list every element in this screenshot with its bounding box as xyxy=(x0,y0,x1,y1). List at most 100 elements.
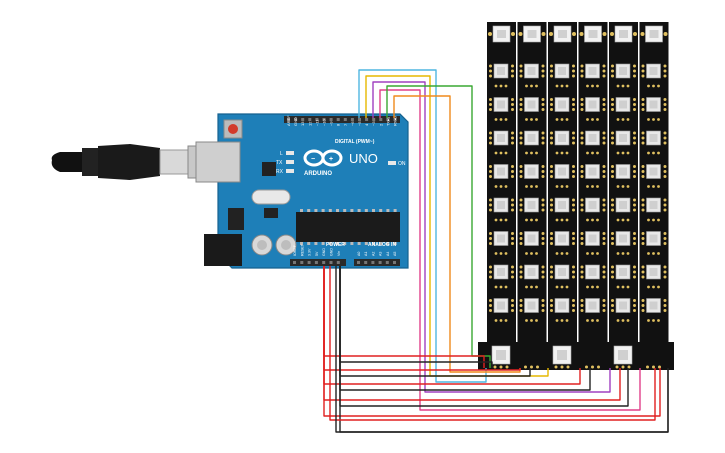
led-pixel xyxy=(489,130,514,155)
analog-header xyxy=(354,259,400,266)
svg-text:+: + xyxy=(329,156,333,163)
led-pixel xyxy=(641,97,667,121)
digital-pin-label: 8 xyxy=(336,123,341,126)
analog-header-label: ANALOG IN xyxy=(368,242,396,248)
led-pixel xyxy=(641,164,667,188)
digital-pin-label: 2 xyxy=(378,123,383,126)
l-label: L xyxy=(280,151,283,157)
led-pixel xyxy=(519,164,545,188)
analog-pin-label: A1 xyxy=(364,252,368,256)
led-pixel xyxy=(641,130,667,155)
strip-connector-bar xyxy=(478,342,674,370)
led-pixel xyxy=(641,298,667,322)
led-pixel xyxy=(519,298,545,322)
led-pixel xyxy=(550,164,575,188)
led-pixel xyxy=(519,264,545,289)
led-rx xyxy=(286,169,294,173)
power-pin-label: GND xyxy=(330,248,334,256)
led-pixel xyxy=(580,63,606,88)
led-strip xyxy=(578,22,608,362)
led-pixel xyxy=(519,97,545,121)
wires xyxy=(323,69,669,433)
analog-pin-label: A2 xyxy=(371,252,375,256)
led-pixel xyxy=(580,264,606,289)
crystal xyxy=(251,189,291,205)
digital-header xyxy=(284,116,400,123)
led-pixel xyxy=(550,130,575,155)
digital-header-label: DIGITAL (PWM~) xyxy=(335,139,375,145)
led-pixel xyxy=(550,231,575,255)
digital-pin-label: 7 xyxy=(343,123,348,126)
power-wire-red xyxy=(329,266,656,421)
power-pin-label: RESET xyxy=(300,243,304,256)
power-pin-label: GND xyxy=(322,248,326,256)
led-pixel xyxy=(550,63,575,88)
led-tx xyxy=(286,160,294,164)
digital-pin-label: AREF xyxy=(286,115,291,126)
microcontroller-chip xyxy=(296,212,400,242)
brand-text: ARDUINO xyxy=(304,171,332,177)
led-pixel xyxy=(611,130,636,155)
data-wire-purple xyxy=(372,81,611,393)
power-jack xyxy=(204,234,242,266)
led-pixel xyxy=(580,298,606,322)
data-wire-green xyxy=(386,85,491,368)
data-wire-cyan xyxy=(358,69,487,383)
digital-pin-label: GND xyxy=(293,117,298,126)
led-pixel xyxy=(611,63,636,88)
led-strip xyxy=(487,22,516,362)
led-pixel xyxy=(550,264,575,289)
digital-pin-label: ~11 xyxy=(314,119,319,126)
led-pixel xyxy=(489,197,514,222)
digital-pin-label: TX▸1 xyxy=(385,116,390,126)
analog-pin-label: A5 xyxy=(393,252,397,256)
power-pin-label: 3.3V xyxy=(308,248,312,256)
led-strip xyxy=(517,22,547,362)
power-header-label: POWER xyxy=(326,242,345,248)
digital-pin-label: 13 xyxy=(300,121,305,126)
model-text: UNO xyxy=(349,151,378,166)
led-pixel xyxy=(580,130,606,155)
led-pixel xyxy=(580,231,606,255)
led-strip xyxy=(609,22,638,362)
usb-cable xyxy=(51,144,215,180)
power-pin-label: IOREF xyxy=(293,244,297,256)
led-pixel xyxy=(550,97,575,121)
led-pixel xyxy=(641,63,667,88)
led-pixel xyxy=(611,298,636,322)
led-pixel xyxy=(580,164,606,188)
led-pixel xyxy=(641,231,667,255)
led-pixel xyxy=(489,231,514,255)
led-l xyxy=(286,151,294,155)
on-label: ON xyxy=(398,161,406,167)
digital-pin-label: 12 xyxy=(307,121,312,126)
led-pixel xyxy=(489,298,514,322)
ground-wire-black xyxy=(335,266,669,433)
ground-wire-black xyxy=(339,266,493,368)
tx-label: TX xyxy=(276,160,283,166)
led-pixel xyxy=(489,264,514,289)
digital-pin-label: RX◂0 xyxy=(393,115,398,126)
data-wire-orange xyxy=(393,95,521,373)
arduino-logo: − + xyxy=(303,149,343,167)
led-strips xyxy=(478,22,674,370)
digital-pin-label: ~5 xyxy=(357,121,362,126)
power-pin-label: Vin xyxy=(337,251,341,256)
power-wire-red xyxy=(323,266,485,368)
analog-pin-label: A4 xyxy=(386,252,390,256)
led-pixel xyxy=(611,197,636,222)
digital-pin-label: ~10 xyxy=(322,118,327,126)
digital-pin-label: ~9 xyxy=(329,121,334,126)
led-pixel xyxy=(611,164,636,188)
voltage-regulator xyxy=(228,208,244,230)
led-pixel xyxy=(611,231,636,255)
analog-pin-label: A3 xyxy=(379,252,383,256)
digital-pin-label: ~6 xyxy=(350,121,355,126)
led-pixel xyxy=(580,97,606,121)
led-pixel xyxy=(519,197,545,222)
power-header xyxy=(290,259,346,266)
power-pin-label: 5V xyxy=(315,251,319,256)
led-pixel xyxy=(550,298,575,322)
